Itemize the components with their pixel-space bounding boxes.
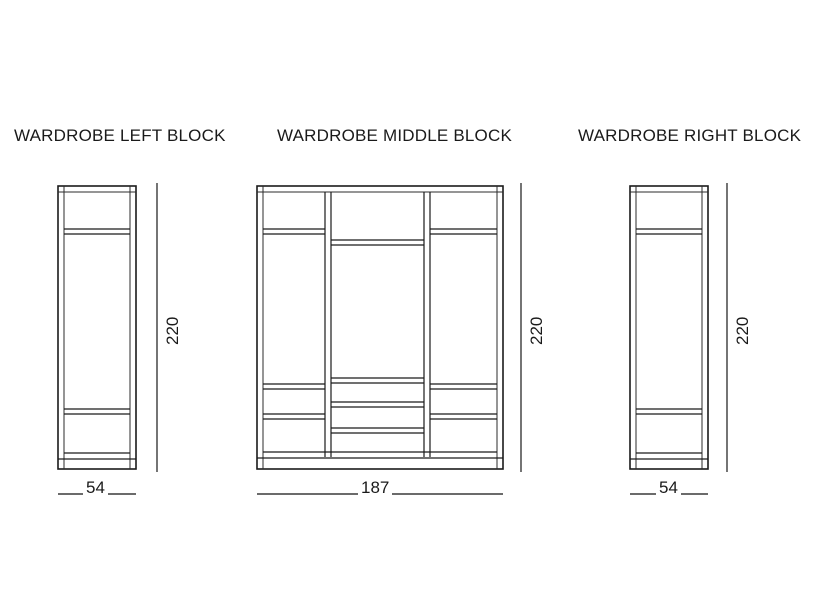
left-width-dimension-label: 54 [83, 478, 108, 498]
right-width-dimension-label: 54 [656, 478, 681, 498]
right-height-dimension-label: 220 [733, 313, 753, 348]
middle-height-dimension-label: 220 [527, 313, 547, 348]
wardrobe-right-block-drawing [629, 185, 709, 470]
middle-width-dimension-label: 187 [358, 478, 393, 498]
left-height-dimension-label: 220 [163, 313, 183, 348]
right-carcass-outline [629, 185, 709, 470]
left-carcass-outline [57, 185, 137, 470]
middle-carcass-outline [256, 185, 504, 470]
block-title-right: WARDROBE RIGHT BLOCK [578, 126, 802, 145]
block-title-middle: WARDROBE MIDDLE BLOCK [277, 126, 512, 145]
wardrobe-left-block-drawing [57, 185, 137, 470]
wardrobe-middle-block-drawing [256, 185, 504, 470]
block-title-left: WARDROBE LEFT BLOCK [14, 126, 226, 145]
